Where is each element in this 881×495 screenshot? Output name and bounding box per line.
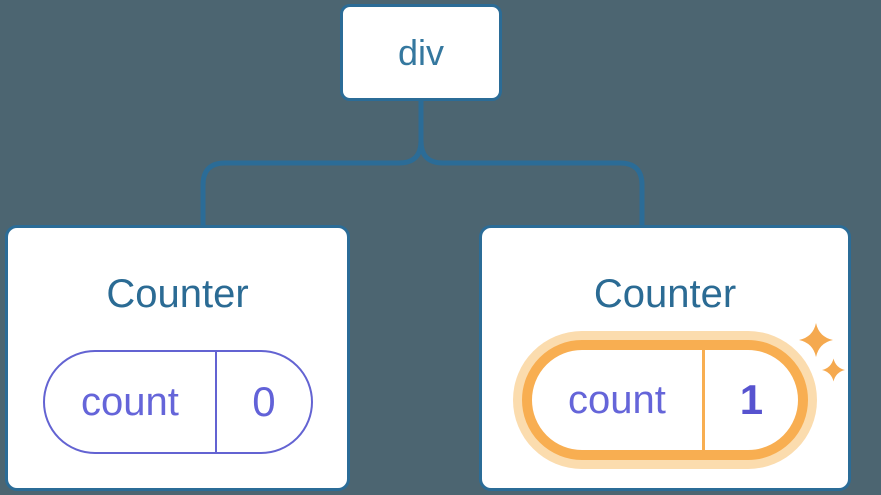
state-pill-key: count <box>45 352 218 452</box>
counter-title: Counter <box>593 272 737 316</box>
state-pill-count-1-highlighted: count 1 <box>522 340 808 460</box>
sparkle-small-icon <box>822 358 845 382</box>
counter-title: Counter <box>106 272 249 316</box>
state-pill-key: count <box>532 350 705 450</box>
state-pill-value: 1 <box>739 376 764 423</box>
state-pill-value: 0 <box>252 378 276 425</box>
tree-edge-right <box>418 101 645 226</box>
state-pill-count-0: count 0 <box>42 350 313 454</box>
counter-card-left: Counter count 0 <box>5 225 350 491</box>
root-node-div: div <box>340 4 502 101</box>
root-node-label: div <box>397 31 445 73</box>
tree-edge-left <box>200 101 424 226</box>
counter-card-right: Counter count 1 <box>479 225 851 491</box>
sparkle-large-icon <box>799 323 833 357</box>
